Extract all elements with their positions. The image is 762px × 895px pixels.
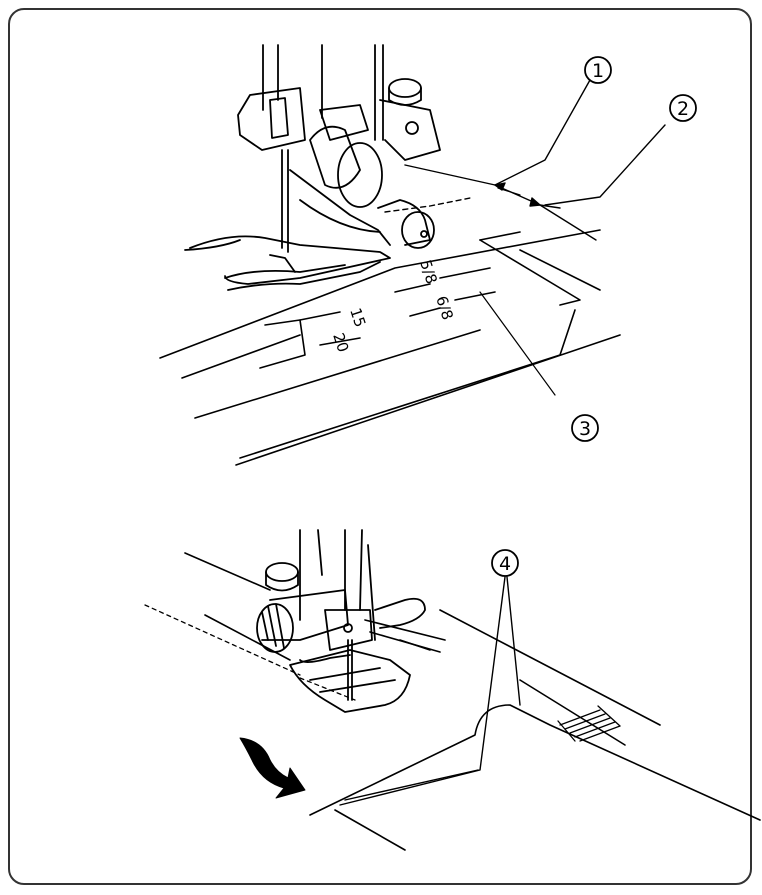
- callout-3: 3: [571, 414, 599, 442]
- callout-2: 2: [669, 94, 697, 122]
- lower-presser-foot: [256, 529, 426, 713]
- guide-label-5-8: 5/8: [416, 258, 441, 287]
- guide-label-6-8: 6/8: [432, 294, 457, 323]
- dimension-lines: [384, 79, 666, 241]
- feed-dog-hatch: [557, 705, 621, 742]
- callout-4-label: 4: [499, 553, 511, 575]
- callout-1: 1: [584, 56, 612, 84]
- diagram-frame: [8, 8, 752, 885]
- callout-2-label: 2: [677, 98, 689, 120]
- seam-guide-numbers: 5/8 6/8 15 20: [329, 258, 457, 355]
- callout-4: 4: [491, 549, 519, 577]
- callout-3-label: 3: [579, 418, 591, 440]
- callout-1-label: 1: [592, 60, 604, 82]
- fabric-edges: [144, 552, 761, 851]
- bottom-illustration: 4: [144, 529, 761, 851]
- needle-plate: [159, 229, 621, 466]
- presser-foot-assembly: [184, 44, 441, 291]
- pivot-arrow: [239, 737, 306, 799]
- guide-label-20: 20: [329, 331, 352, 355]
- top-illustration: 5/8 6/8 15 20 1 2 3: [159, 44, 697, 466]
- callout-4-leaders: [339, 576, 521, 806]
- seam-guide-marks: [299, 267, 556, 396]
- guide-label-15: 15: [346, 306, 369, 330]
